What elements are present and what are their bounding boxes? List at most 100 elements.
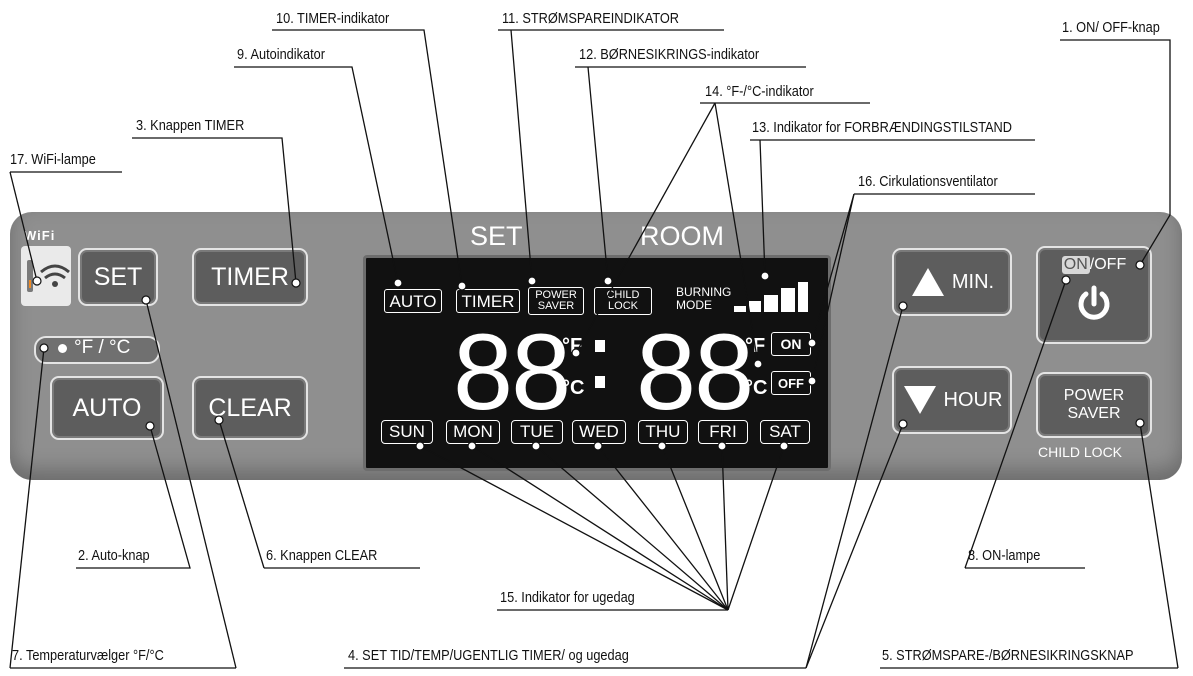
power-saver-line1: POWER: [1063, 387, 1125, 404]
lcd-burning-mode-line2: MODE: [676, 298, 712, 312]
dot-15d: [593, 441, 603, 451]
line-12-lead: [587, 66, 609, 282]
line-7-lead: [9, 347, 45, 669]
power-saver-line2: SAVER: [1067, 405, 1121, 422]
dot-11: [527, 276, 537, 286]
dot-1: [1135, 260, 1145, 270]
clear-button[interactable]: CLEAR: [192, 376, 308, 440]
lcd-child-lock-indicator: CHILD LOCK: [594, 287, 652, 315]
lcd-power-saver-indicator: POWER SAVER: [528, 287, 584, 315]
lcd-power-saver-line2: SAVER: [537, 300, 575, 312]
min-up-button[interactable]: MIN.: [892, 248, 1012, 316]
lcd-digits-right: 88: [636, 311, 754, 432]
lcd-child-lock-line1: CHILD: [606, 289, 640, 301]
dot-4b: [898, 419, 908, 429]
line-9: [234, 66, 399, 284]
timer-button[interactable]: TIMER: [192, 248, 308, 306]
min-label: MIN.: [951, 270, 995, 293]
burning-mode-bars-icon: [734, 282, 808, 312]
lcd-unit-c-right: °C: [745, 377, 768, 399]
line-10: [272, 29, 463, 287]
dot-8: [1061, 275, 1071, 285]
dot-15a: [415, 441, 425, 451]
line-14-b: [714, 102, 759, 365]
line-15-g: [727, 445, 785, 611]
lcd-auto-indicator: AUTO: [384, 289, 442, 313]
dot-6: [214, 415, 224, 425]
lcd-digits-left: 88: [453, 311, 571, 432]
callout-16: 16. Cirkulationsventilator: [858, 174, 998, 190]
triangle-down-icon: [903, 386, 936, 414]
lcd-burning-mode-line1: BURNING: [676, 285, 732, 299]
line-15-d: [597, 445, 729, 611]
line-16-a: [811, 193, 855, 344]
callout-11: 11. STRØMSPAREINDIKATOR: [502, 11, 680, 27]
callout-7: 7. Temperaturvælger °F/°C: [12, 648, 164, 664]
lcd-power-saver-line1: POWER: [535, 289, 577, 301]
dot-15e: [657, 441, 667, 451]
lcd-display: [363, 255, 831, 471]
dot-15g: [779, 441, 789, 451]
callout-12: 12. BØRNESIKRINGS-indikator: [579, 47, 760, 63]
auto-button[interactable]: AUTO: [50, 376, 164, 440]
dot-10: [457, 281, 467, 291]
power-saver-button[interactable]: POWER SAVER: [1036, 372, 1152, 438]
line-17-lead: [9, 171, 38, 282]
triangle-up-icon: [911, 268, 944, 296]
lcd-colon-top: [595, 340, 605, 352]
child-lock-label: CHILD LOCK: [1038, 444, 1123, 460]
temp-toggle-label: °F / °C: [74, 337, 131, 358]
line-6-lead: [218, 419, 265, 569]
power-icon: [1078, 285, 1110, 320]
dot-17: [32, 276, 42, 286]
line-15-a: [419, 445, 729, 611]
on-lamp: ON: [1061, 256, 1090, 274]
day-indicator-sun: SUN: [381, 420, 433, 444]
wifi-label: WiFi: [24, 228, 56, 243]
line-8-lead: [964, 279, 1067, 569]
lcd-colon-bottom: [595, 376, 605, 388]
dot-2: [145, 421, 155, 431]
dot-4a: [898, 301, 908, 311]
line-11-lead: [510, 29, 533, 282]
dot-16a: [807, 338, 817, 348]
line-7-b: [145, 299, 237, 669]
callout-14: 14. °F-/°C-indikator: [705, 84, 814, 100]
temp-unit-toggle[interactable]: [34, 336, 160, 364]
power-button-label: ON /OFF: [1061, 256, 1126, 274]
callout-15: 15. Indikator for ugedag: [500, 590, 635, 606]
room-header: ROOM: [640, 221, 724, 251]
temp-unit-dot: [58, 344, 67, 353]
callout-6: 6. Knappen CLEAR: [266, 548, 378, 564]
line-1: [1060, 39, 1171, 266]
wifi-icon: [27, 260, 70, 292]
line-15-e: [661, 445, 729, 611]
line-5-lead: [1139, 422, 1179, 669]
dot-7b: [141, 295, 151, 305]
dot-16b: [807, 376, 817, 386]
dot-5: [1135, 418, 1145, 428]
line-4-b: [805, 423, 904, 669]
callout-3: 3. Knappen TIMER: [136, 118, 245, 134]
dot-14b: [753, 359, 763, 369]
lcd-child-lock-line2: LOCK: [608, 300, 638, 312]
dot-13: [760, 271, 770, 281]
wifi-lamp: [21, 246, 71, 306]
power-button[interactable]: ON /OFF: [1036, 246, 1152, 344]
line-15-b: [471, 445, 729, 611]
callout-10: 10. TIMER-indikator: [276, 11, 390, 27]
line-15-c: [535, 445, 729, 611]
set-header: SET: [470, 221, 523, 251]
hour-down-button[interactable]: HOUR: [892, 366, 1012, 434]
line-13-lead: [759, 139, 766, 277]
line-3: [132, 137, 297, 284]
line-4-a: [805, 305, 904, 669]
callout-17: 17. WiFi-lampe: [10, 152, 96, 168]
callout-13: 13. Indikator for FORBRÆNDINGSTILSTAND: [752, 120, 1012, 136]
callout-2: 2. Auto-knap: [78, 548, 150, 564]
callout-5: 5. STRØMSPARE-/BØRNESIKRINGSKNAP: [882, 648, 1134, 664]
dot-15f: [717, 441, 727, 451]
dot-15c: [531, 441, 541, 451]
dot-9: [393, 278, 403, 288]
